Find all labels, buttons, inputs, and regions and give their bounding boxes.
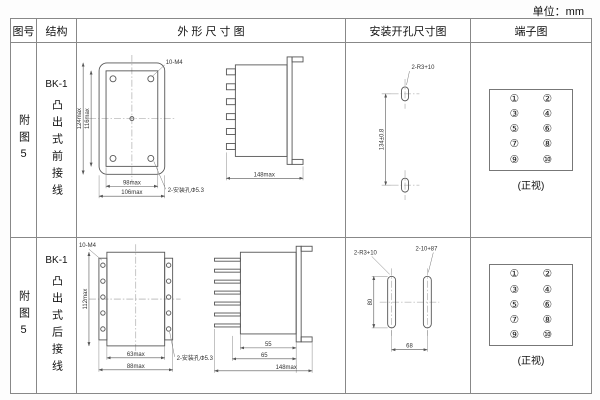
terminal-number: ⑥ (542, 123, 553, 136)
header-outline: 外 形 尺 寸 图 (77, 19, 346, 43)
terminal-number: ① (509, 92, 520, 105)
terminal-number: ③ (509, 108, 520, 121)
row2-dim-bottom-inner: 63max (127, 352, 145, 358)
row1-terminal-caption: (正视) (517, 180, 545, 192)
row2-dim-side-b: 65 (261, 353, 268, 359)
row2-terminal-cell: ① ② ③ ④ ⑤ ⑥ ⑦ ⑧ ⑨ ⑩ (正视) (471, 238, 591, 393)
outline-drawing-front-wiring: 10-M4 116max 124max 98max 106max 2-安装孔Φ5… (77, 54, 304, 199)
terminal-number: ⑧ (542, 313, 553, 326)
terminal-number: ② (542, 268, 553, 281)
header-mounting: 安装开孔尺寸图 (346, 19, 471, 43)
row1-structure-cell: BK-1 凸出式前接线 (37, 43, 77, 238)
row1-dim-bottom-inner: 98max (123, 180, 141, 186)
terminal-number: ④ (542, 108, 553, 121)
mounting-drawing-front-wiring: 2-R3+10 134±0.8 (380, 65, 435, 201)
terminal-number: ⑨ (509, 153, 520, 166)
row2-dim-bottom: 68 (406, 344, 413, 350)
terminal-number: ⑩ (542, 329, 553, 342)
front-view (89, 54, 175, 183)
row2-fig-no-cell: 附图5 (11, 238, 37, 393)
row2-structure: 凸出式后接线 (50, 274, 63, 377)
row1-model: BK-1 (45, 79, 68, 90)
row1-dim-top-label: 10-M4 (166, 60, 184, 66)
row1-dim-side-width: 148max (254, 172, 275, 178)
row1-fig-no-cell: 附图5 (11, 43, 37, 238)
terminal-number: ⑨ (509, 329, 520, 342)
row1-hole-note: 2-安装孔Φ5.3 (168, 186, 205, 194)
terminal-number: ⑧ (542, 138, 553, 151)
row2-terminal-caption: (正视) (517, 356, 545, 367)
header-fig-no: 图号 (11, 19, 37, 43)
row1-outline-cell: 10-M4 116max 124max 98max 106max 2-安装孔Φ5… (77, 43, 346, 238)
terminal-number: ⑩ (542, 153, 553, 166)
terminal-number: ④ (542, 283, 553, 296)
row2-dim-side-width: 148max (276, 365, 297, 371)
row2-model: BK-1 (45, 254, 68, 266)
terminal-number: ① (509, 268, 520, 281)
row2-outline-cell: 10-M4 112max 63max 88max 2-安装孔Φ5.3 (77, 238, 346, 393)
terminal-number: ② (542, 92, 553, 105)
side-view (225, 56, 304, 165)
row1-structure: 凸出式前接线 (50, 99, 63, 201)
row2-mounting-cell: 2-R3+10 2-10+87 80 68 (346, 238, 471, 393)
row2-terminal-box: ① ② ③ ④ ⑤ ⑥ ⑦ ⑧ ⑨ ⑩ (489, 264, 573, 346)
row2-dim-bottom-outer: 88max (127, 364, 145, 370)
row1-slot-note: 2-R3+10 (411, 65, 435, 71)
header-structure: 结构 (37, 19, 77, 43)
mounting-drawing-rear-wiring: 2-R3+10 2-10+87 80 68 (354, 247, 440, 352)
terminal-number: ③ (509, 283, 520, 296)
row1-mounting-cell: 2-R3+10 134±0.8 (346, 43, 471, 238)
unit-label: 单位：mm (532, 6, 584, 18)
row2-dim-top-label: 10-M4 (79, 243, 97, 249)
row1-terminal-cell: ① ② ③ ④ ⑤ ⑥ ⑦ ⑧ ⑨ ⑩ (正视) (471, 43, 591, 238)
row2-dim-side-a: 55 (265, 342, 272, 348)
terminal-number: ⑤ (509, 123, 520, 136)
terminal-number: ⑦ (509, 313, 520, 326)
header-terminal: 端子图 (471, 19, 591, 43)
row1-terminal-box: ① ② ③ ④ ⑤ ⑥ ⑦ ⑧ ⑨ ⑩ (489, 88, 573, 171)
row2-dim-left: 112max (83, 289, 89, 310)
row1-dim-bottom-outer: 106max (121, 190, 142, 196)
terminal-number: ⑤ (509, 298, 520, 311)
terminal-number: ⑥ (542, 298, 553, 311)
row2-hole-note: 2-安装孔Φ5.3 (177, 354, 214, 362)
mounting-slots (379, 268, 440, 336)
row2-slot-note-right: 2-10+87 (415, 247, 437, 253)
row2-structure-cell: BK-1 凸出式后接线 (37, 238, 77, 393)
front-view (88, 244, 181, 356)
row1-fig-no: 附图5 (17, 114, 30, 166)
dimension-table: 图号 结构 外 形 尺 寸 图 安装开孔尺寸图 端子图 附图5 BK-1 凸出式… (10, 18, 592, 394)
row2-slot-note-left: 2-R3+10 (354, 250, 378, 256)
row2-dim-vertical: 80 (368, 298, 374, 305)
row1-dim-left-inner: 116max (85, 108, 91, 129)
row1-dim-vertical: 134±0.8 (380, 128, 386, 150)
outline-drawing-rear-wiring: 10-M4 112max 63max 88max 2-安装孔Φ5.3 (79, 243, 313, 373)
row2-fig-no: 附图5 (17, 289, 30, 342)
terminal-number: ⑦ (509, 138, 520, 151)
row1-dim-left-outer: 124max (77, 108, 83, 129)
side-view (214, 245, 313, 343)
mounting-slots (391, 78, 420, 201)
